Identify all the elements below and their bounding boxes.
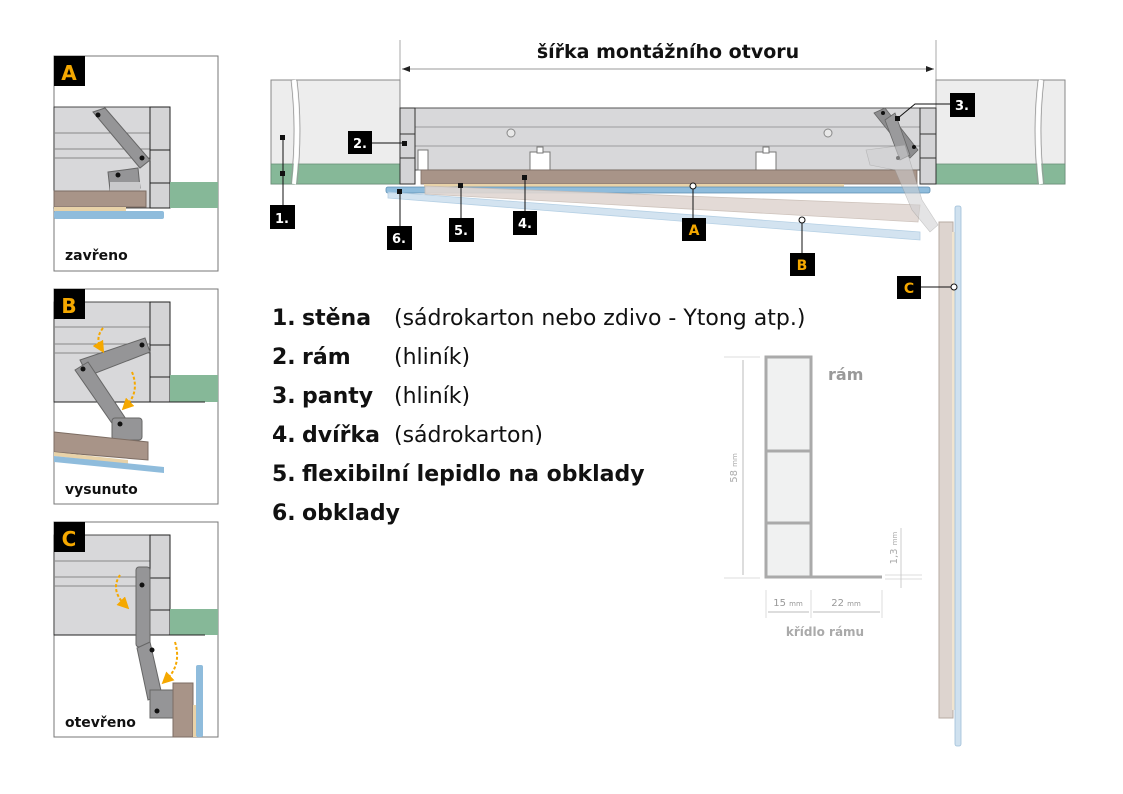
door-slid — [424, 185, 921, 223]
panel-B-letter: B — [61, 294, 76, 318]
callout-B-label: B — [797, 258, 808, 274]
latch-1 — [417, 149, 429, 171]
callout-5: 5. — [449, 183, 474, 242]
panel-B-caption: vysunuto — [65, 482, 138, 498]
profile-caption: křídlo rámu — [786, 625, 864, 639]
panel-C-badge — [54, 522, 85, 552]
callout-4-label: 4. — [518, 217, 532, 232]
dim-22: 22 mm — [831, 598, 861, 609]
frame-profile-detail: rám 58 mm 1,3 mm 15 mm 22 mm křídlo rámu — [724, 355, 922, 639]
frame-profile-left — [399, 107, 416, 185]
dim-15: 15 mm — [773, 598, 803, 609]
callout-3-label: 3. — [955, 99, 969, 114]
callout-1: 1. — [270, 135, 295, 229]
panel-C: C otevřeno — [53, 521, 219, 738]
main-section-view: šířka montážního otvoru — [270, 40, 1066, 747]
callout-A: A — [682, 182, 706, 241]
panel-B-badge — [54, 289, 85, 319]
callout-2: 2. — [348, 131, 407, 154]
frame-profile-right — [919, 107, 937, 185]
door-closed — [420, 169, 918, 185]
legend: 1.stěna(sádrokarton nebo zdivo - Ytong a… — [272, 302, 805, 536]
legend-item: 1.stěna(sádrokarton nebo zdivo - Ytong a… — [272, 306, 806, 331]
wall-right-tile — [935, 163, 1066, 185]
door-open — [938, 221, 954, 719]
legend-item: 3.panty(hliník) — [272, 384, 471, 409]
title: šířka montážního otvoru — [537, 41, 799, 63]
callout-C-label: C — [904, 281, 914, 297]
callout-6-label: 6. — [392, 232, 406, 247]
panel-C-caption: otevřeno — [65, 715, 136, 731]
panel-A: A zavřeno — [53, 55, 219, 272]
profile-label: rám — [828, 365, 863, 384]
callout-C: C — [897, 276, 958, 299]
callout-B: B — [790, 216, 815, 276]
panel-A-badge — [54, 56, 85, 86]
legend-item: 2.rám(hliník) — [272, 345, 471, 370]
legend-item: 5.flexibilní lepidlo na obklady — [272, 462, 645, 487]
panel-C-letter: C — [62, 527, 77, 551]
panel-B: B vysunuto — [53, 288, 219, 505]
dim-1-3: 1,3 mm — [889, 531, 900, 564]
callout-5-label: 5. — [454, 224, 468, 239]
legend-item: 6.obklady — [272, 501, 400, 526]
callout-1-label: 1. — [275, 212, 289, 227]
tile-slid — [387, 191, 921, 241]
callout-A-label: A — [689, 223, 700, 239]
legend-item: 4.dvířka(sádrokarton) — [272, 423, 544, 448]
callout-6: 6. — [387, 189, 412, 250]
hinge — [865, 107, 939, 233]
frame-body — [414, 107, 921, 171]
panel-A-caption: zavřeno — [65, 248, 128, 264]
callout-2-label: 2. — [353, 137, 367, 152]
tile-open — [954, 205, 962, 747]
callout-3: 3. — [895, 93, 975, 121]
wall-left-tile — [270, 163, 401, 185]
dim-58: 58 mm — [729, 453, 740, 483]
callout-4: 4. — [513, 175, 537, 235]
panel-A-letter: A — [61, 61, 77, 85]
